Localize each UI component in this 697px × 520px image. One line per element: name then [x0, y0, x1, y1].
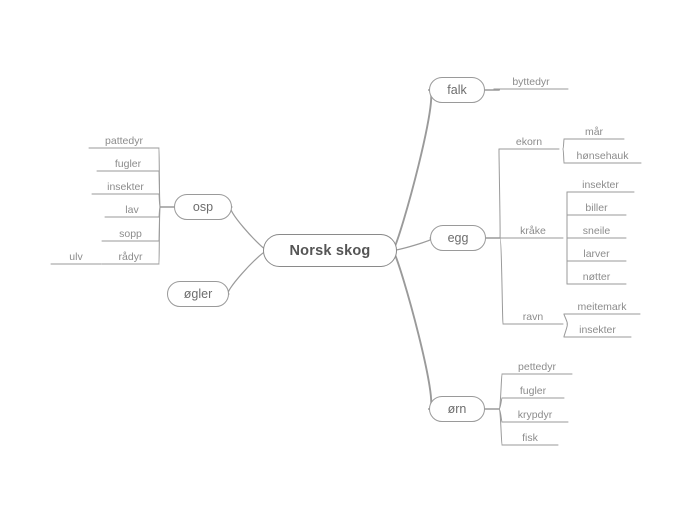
node-byttedyr[interactable]: byttedyr: [500, 72, 562, 89]
node-ekorn-label: ekorn: [515, 136, 543, 148]
node-sneile[interactable]: sneile: [573, 221, 620, 238]
node-krake[interactable]: kråke: [509, 221, 557, 238]
node-pattedyr-label: pattedyr: [105, 135, 143, 147]
node-lav[interactable]: lav: [111, 200, 153, 217]
node-krypdyr[interactable]: krypdyr: [508, 405, 562, 422]
node-sopp-label: sopp: [119, 228, 142, 240]
node-fugler[interactable]: fugler: [508, 381, 558, 398]
node-biller[interactable]: biller: [573, 198, 620, 215]
node-falk[interactable]: falk: [429, 77, 485, 103]
node-osp[interactable]: osp: [174, 194, 232, 220]
node-pettedyr[interactable]: pettedyr: [508, 357, 566, 374]
node-ogler[interactable]: øgler: [167, 281, 229, 307]
node-radyr-label: rådyr: [118, 251, 143, 263]
node-insekter[interactable]: insekter: [573, 175, 628, 192]
node-fisk[interactable]: fisk: [508, 428, 552, 445]
root-node-label: Norsk skog: [289, 242, 371, 259]
node-larver[interactable]: larver: [573, 244, 620, 261]
node-insekter-label: insekter: [579, 324, 616, 336]
node-fugler-label: fugler: [519, 385, 547, 397]
node-ravn[interactable]: ravn: [509, 307, 557, 324]
node-insekter-label: insekter: [107, 181, 144, 193]
node-sopp[interactable]: sopp: [108, 224, 153, 241]
node-egg[interactable]: egg: [430, 225, 486, 251]
node-krypdyr-label: krypdyr: [517, 409, 553, 421]
node-ogler-label: øgler: [183, 287, 213, 301]
node-egg-label: egg: [447, 231, 469, 245]
node-krake-label: kråke: [520, 225, 546, 237]
node-orn[interactable]: ørn: [429, 396, 485, 422]
node-byttedyr-label: byttedyr: [512, 76, 550, 88]
node-meitemark-label: meitemark: [577, 301, 627, 313]
node-lav-label: lav: [125, 204, 139, 216]
node-pettedyr-label: pettedyr: [518, 361, 556, 373]
node-radyr[interactable]: rådyr: [108, 247, 153, 264]
node-insekter[interactable]: insekter: [570, 320, 625, 337]
node-meitemark[interactable]: meitemark: [570, 297, 634, 314]
node-honsehauk-label: hønsehauk: [576, 150, 629, 162]
node-insekter[interactable]: insekter: [98, 177, 153, 194]
root-node[interactable]: Norsk skog: [263, 234, 397, 267]
node-orn-label: ørn: [447, 402, 467, 416]
node-notter-label: nøtter: [582, 271, 611, 283]
node-sneile-label: sneile: [582, 225, 611, 237]
node-mar[interactable]: mår: [570, 122, 618, 139]
node-honsehauk[interactable]: hønsehauk: [570, 146, 635, 163]
node-mar-label: mår: [584, 126, 604, 138]
node-fugler[interactable]: fugler: [103, 154, 153, 171]
node-biller-label: biller: [585, 202, 608, 214]
node-fugler-label: fugler: [114, 158, 142, 170]
node-notter[interactable]: nøtter: [573, 267, 620, 284]
node-ekorn[interactable]: ekorn: [505, 132, 553, 149]
node-ravn-label: ravn: [522, 311, 544, 323]
node-osp-label: osp: [192, 200, 214, 214]
node-fisk-label: fisk: [522, 432, 538, 444]
node-larver-label: larver: [583, 248, 610, 260]
node-ulv[interactable]: ulv: [57, 247, 95, 264]
node-ulv-label: ulv: [69, 251, 83, 263]
node-insekter-label: insekter: [582, 179, 619, 191]
node-pattedyr[interactable]: pattedyr: [95, 131, 153, 148]
node-falk-label: falk: [447, 83, 467, 97]
